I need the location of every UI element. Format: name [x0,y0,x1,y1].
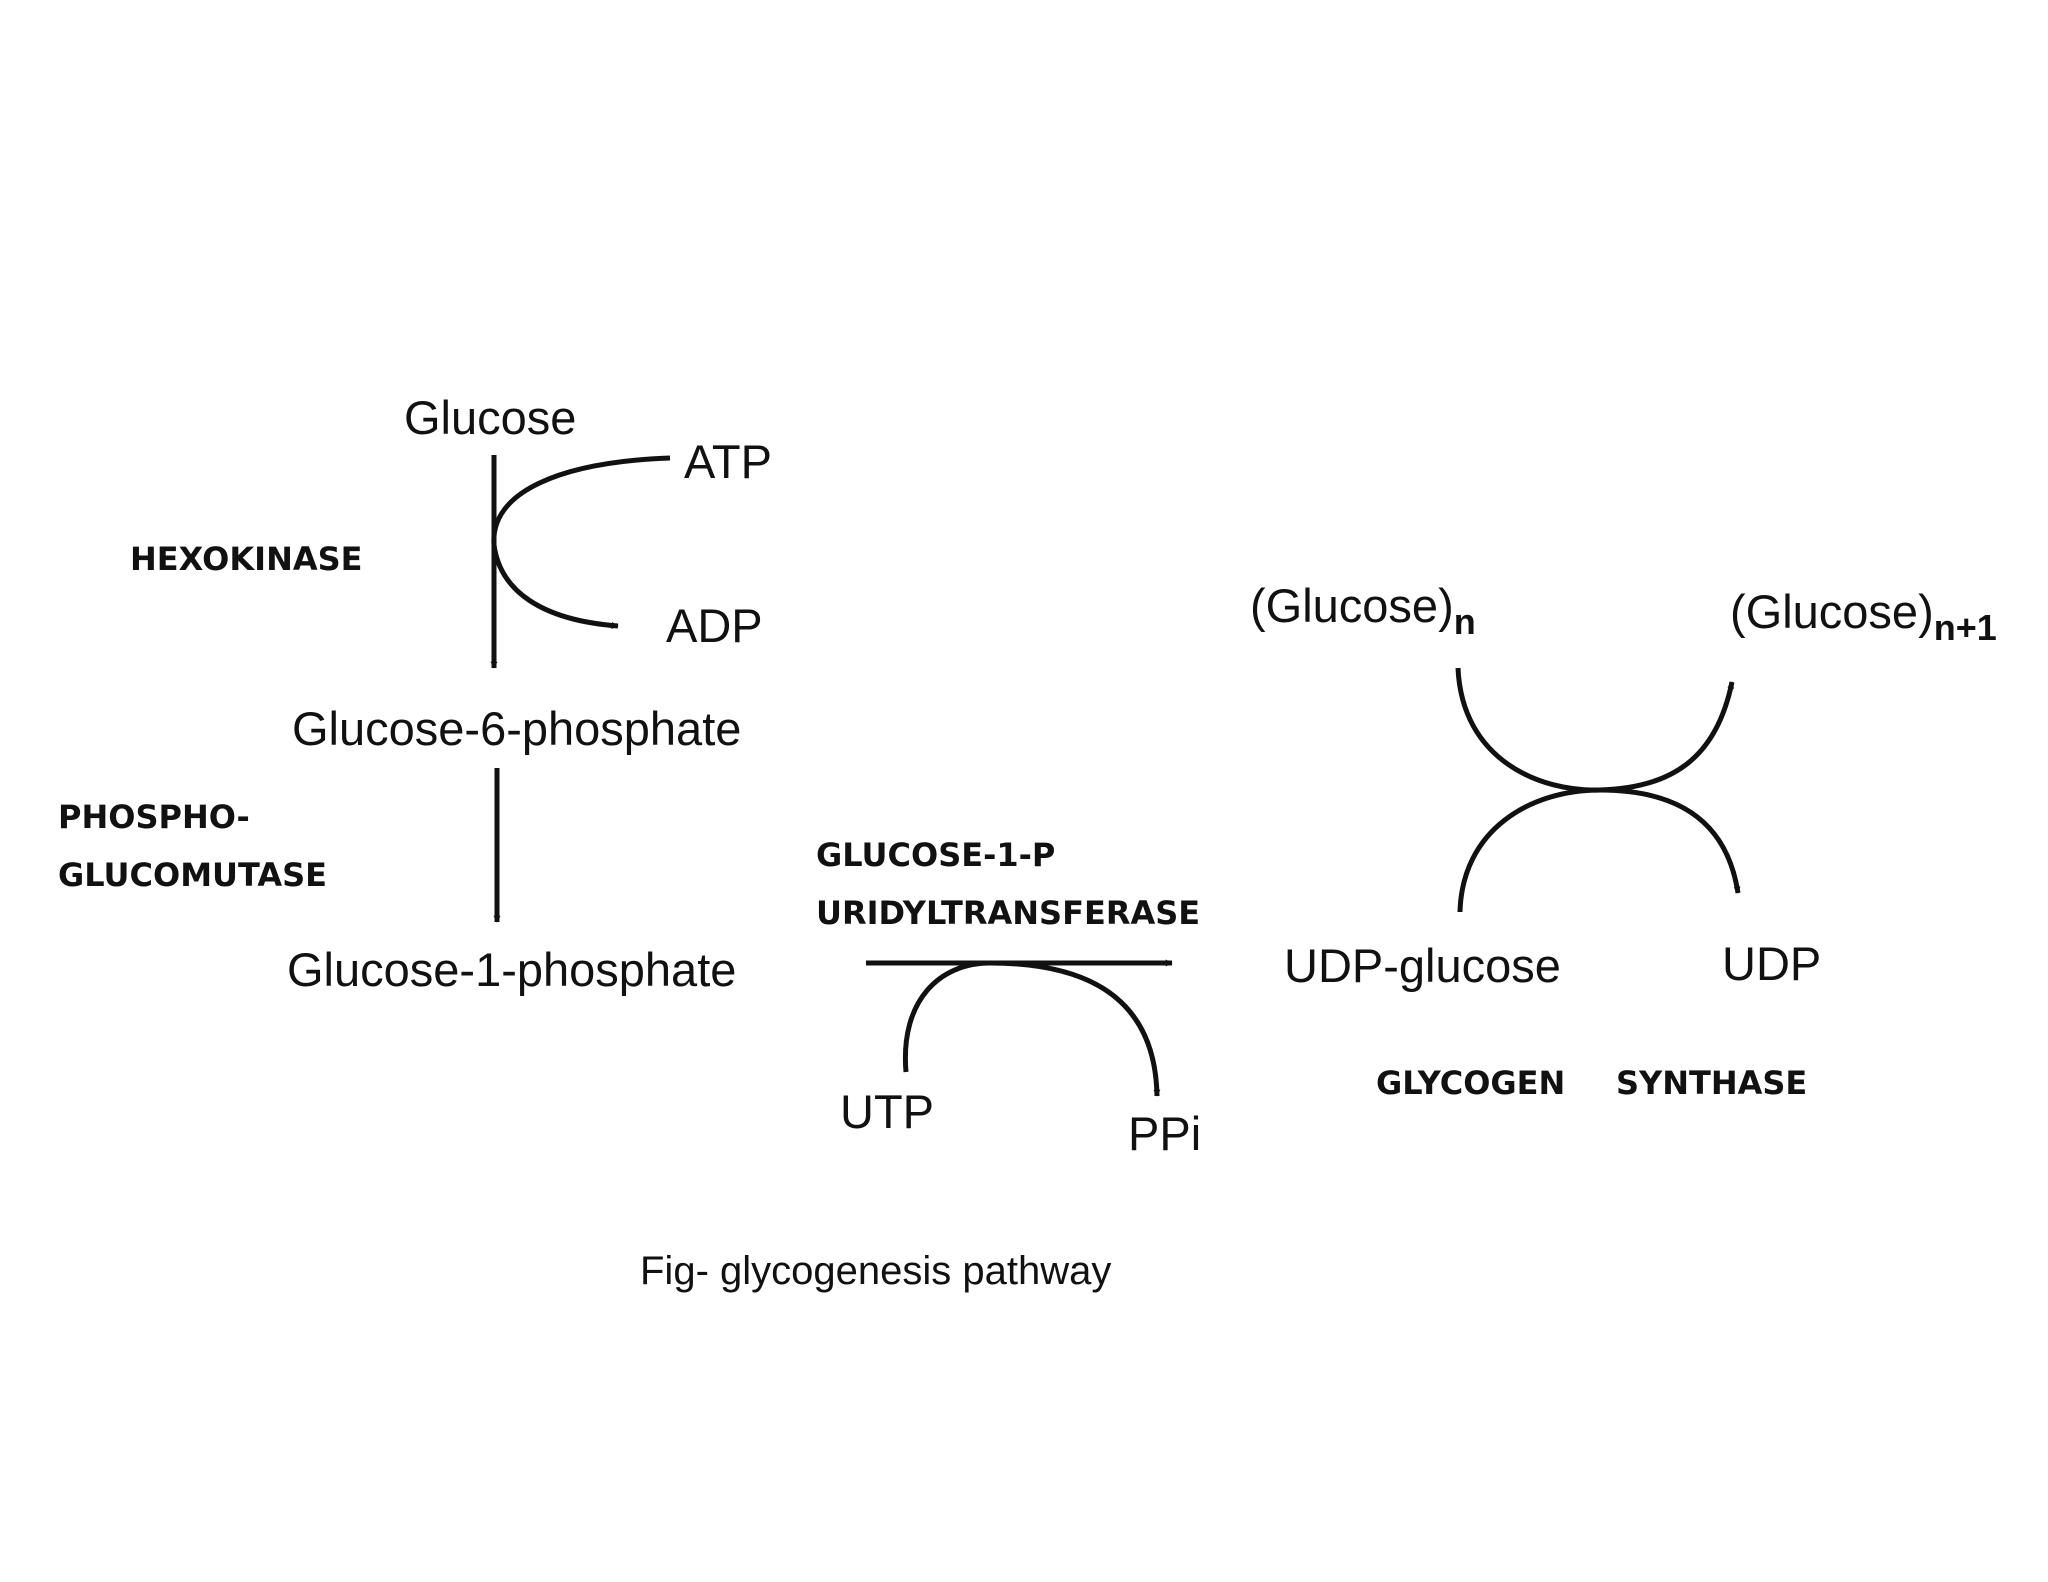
adp-label: ADP [666,599,763,652]
glucose-n-label: (Glucose)n [1250,579,1476,642]
atp-label: ATP [684,435,772,488]
glucose-label: Glucose [404,391,576,444]
udp-glucose-label: UDP-glucose [1284,939,1561,992]
glycogen-synthase-label-word1: GLYCOGEN [1376,1064,1565,1102]
udp-label: UDP [1722,937,1821,990]
hexokinase-label: HEXOKINASE [130,540,363,578]
uridyltransferase-label-line2: URIDYLTRANSFERASE [816,894,1200,932]
glucose-n-to-glucose-n1-curve-arrow [1455,667,1735,793]
utp-to-ppi-curve-arrow [902,960,1161,1097]
phosphoglucomutase-label-line1: PHOSPHO- [58,798,250,836]
ppi-label: PPi [1128,1107,1201,1160]
figure-caption: Fig- glycogenesis pathway [640,1249,1111,1293]
glucose-n-plus-1-label: (Glucose)n+1 [1730,585,1997,648]
udp-glucose-to-udp-curve-arrow [1457,787,1741,913]
glycogen-synthase-label-word2: SYNTHASE [1616,1064,1807,1102]
uridyltransferase-label-line1: GLUCOSE-1-P [816,836,1055,874]
atp-to-adp-curve-arrow [491,455,671,630]
glucose-1-phosphate-label: Glucose-1-phosphate [287,943,736,996]
glucose-6-phosphate-label: Glucose-6-phosphate [292,702,741,755]
phosphoglucomutase-label-line2: GLUCOMUTASE [58,856,327,894]
utp-label: UTP [840,1085,934,1138]
